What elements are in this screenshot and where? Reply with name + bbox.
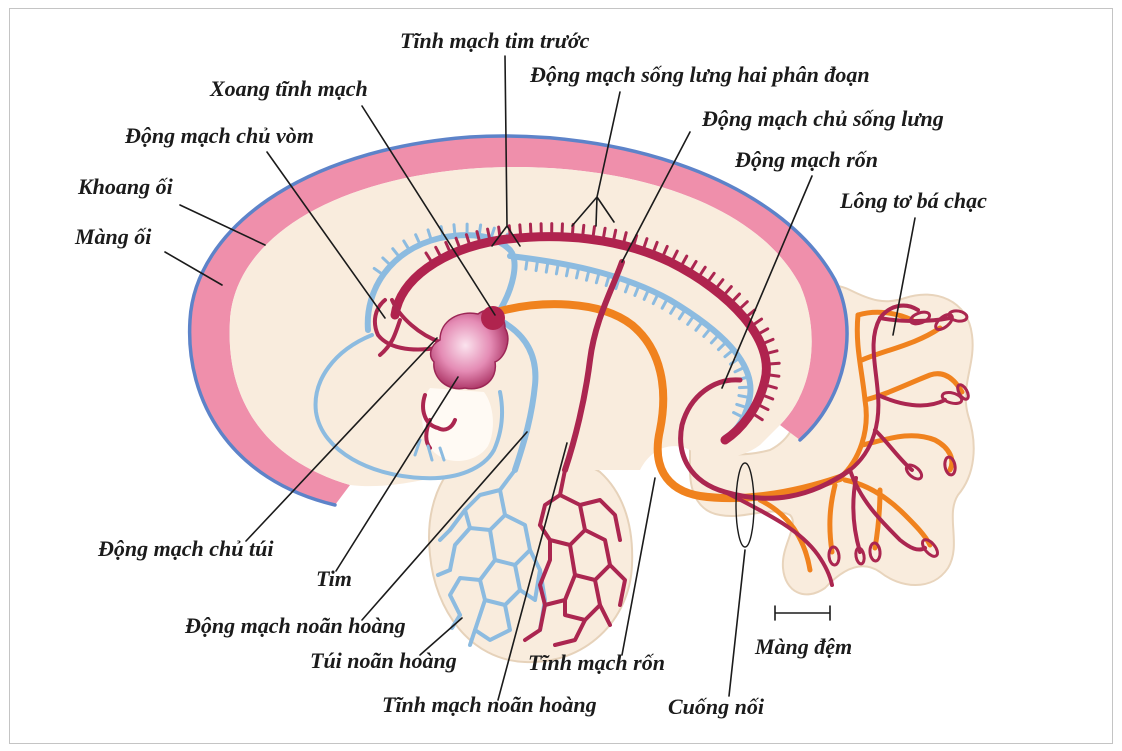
cardinal-vein-branch	[586, 272, 588, 280]
intersegmental-artery	[520, 225, 521, 235]
label-vitelline-vein: Tĩnh mạch noãn hoàng	[382, 692, 597, 717]
label-anterior-cardinal-vein: Tĩnh mạch tim trước	[400, 28, 590, 53]
cardinal-vein-branch	[526, 261, 527, 269]
label-sinus-venosus: Xoang tĩnh mạch	[209, 76, 368, 101]
label-chorionic-villi: Lông tơ bá chạc	[839, 188, 987, 213]
sinus-venosus-shape	[481, 306, 505, 330]
cardinal-vein-branch	[536, 263, 537, 271]
label-umbilical-artery: Động mạch rốn	[734, 147, 878, 172]
label-intersegmental-arteries: Động mạch sống lưng hai phân đoạn	[529, 62, 870, 87]
cardinal-vein-branch	[546, 264, 547, 272]
cardinal-vein-branch	[454, 225, 455, 233]
cardinal-vein-branch	[479, 225, 480, 233]
cardinal-vein-branch	[739, 396, 747, 397]
intersegmental-artery	[583, 225, 584, 235]
label-chorion: Màng đệm	[754, 634, 852, 659]
cardinal-vein-branch	[556, 266, 557, 274]
label-heart: Tim	[316, 566, 352, 591]
label-vitelline-artery: Động mạch noãn hoàng	[184, 613, 406, 638]
label-aortic-arch: Động mạch chủ vòm	[124, 123, 314, 148]
intersegmental-artery	[769, 375, 779, 376]
cardinal-vein-branch	[577, 270, 579, 278]
label-dorsal-aorta: Động mạch chủ sống lưng	[701, 106, 944, 131]
intersegmental-artery	[593, 227, 594, 237]
label-amnion: Màng ối	[74, 224, 152, 249]
cardinal-vein-branch	[566, 268, 568, 276]
label-umbilical-vein: Tĩnh mạch rốn	[528, 650, 665, 675]
intersegmental-artery	[603, 228, 605, 238]
intersegmental-artery	[488, 229, 490, 239]
label-aortic-sac: Động mạch chủ túi	[97, 536, 274, 561]
label-yolk-sac: Túi noãn hoàng	[310, 648, 457, 673]
label-amniotic-cavity: Khoang ối	[77, 174, 174, 199]
intersegmental-artery	[614, 230, 616, 240]
cardinal-vein-branch	[596, 275, 598, 283]
label-connecting-stalk: Cuống nối	[668, 694, 765, 719]
intersegmental-artery	[769, 363, 779, 364]
